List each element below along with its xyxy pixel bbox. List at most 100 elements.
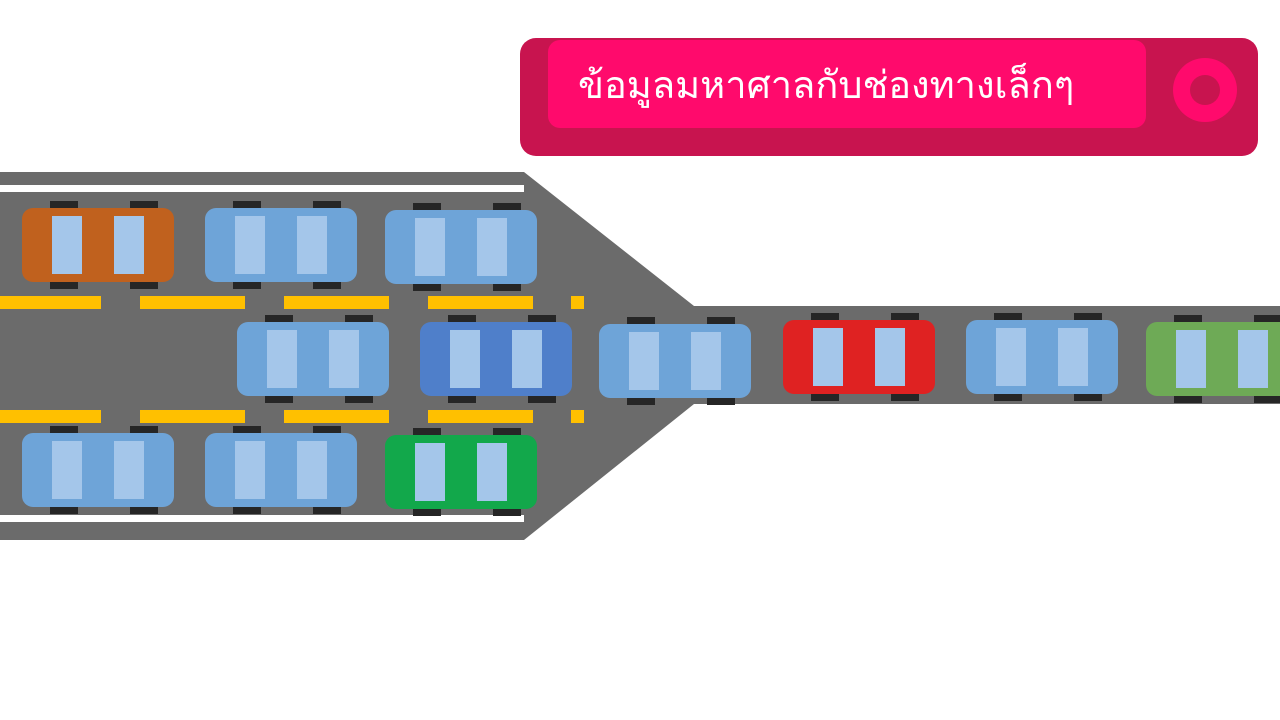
car-tire — [811, 313, 839, 321]
car-body — [599, 324, 751, 398]
car-body — [205, 208, 357, 282]
car-window — [875, 328, 905, 386]
car-tire — [50, 506, 78, 514]
car-tire — [493, 508, 521, 516]
car-window — [235, 216, 265, 274]
car-tire — [627, 317, 655, 325]
car-tire — [994, 393, 1022, 401]
car-tire — [265, 395, 293, 403]
car-tire — [50, 426, 78, 434]
car-tire — [811, 393, 839, 401]
lane-marking — [0, 296, 101, 309]
car-tire — [345, 315, 373, 323]
car-tire — [448, 395, 476, 403]
title-panel: ข้อมูลมหาศาลกับช่องทางเล็กๆ — [548, 40, 1146, 128]
car-tire — [413, 203, 441, 211]
car-window — [297, 441, 327, 499]
car-tire — [345, 395, 373, 403]
car-window — [1058, 328, 1088, 386]
car-wide-top-2 — [205, 201, 357, 289]
car-window — [114, 441, 144, 499]
car-body — [420, 322, 572, 396]
car-tire — [233, 426, 261, 434]
lane-marking — [428, 410, 533, 423]
car-tire — [130, 201, 158, 209]
lane-marking — [284, 296, 389, 309]
circle-ring-core — [1190, 75, 1220, 105]
road-edge-top — [0, 185, 524, 192]
car-window — [415, 218, 445, 276]
car-wide-top-3 — [385, 203, 537, 291]
car-tire — [313, 426, 341, 434]
lane-marking — [0, 410, 101, 423]
road-edge-bottom — [0, 515, 524, 522]
car-window — [813, 328, 843, 386]
car-wide-bottom-1 — [22, 426, 174, 514]
car-tire — [413, 508, 441, 516]
car-tire — [233, 201, 261, 209]
car-tire — [265, 315, 293, 323]
car-tire — [493, 203, 521, 211]
car-window — [691, 332, 721, 390]
car-window — [267, 330, 297, 388]
car-window — [415, 443, 445, 501]
car-window — [996, 328, 1026, 386]
car-tire — [130, 426, 158, 434]
car-window — [297, 216, 327, 274]
car-tire — [413, 283, 441, 291]
car-body — [385, 210, 537, 284]
title-banner: ข้อมูลมหาศาลกับช่องทางเล็กๆ — [520, 38, 1258, 156]
car-tire — [528, 395, 556, 403]
car-window — [235, 441, 265, 499]
car-wide-bottom-2 — [205, 426, 357, 514]
car-narrow-2 — [783, 313, 935, 401]
car-tire — [891, 313, 919, 321]
lane-marking — [284, 410, 389, 423]
car-tire — [233, 506, 261, 514]
car-tire — [50, 201, 78, 209]
car-tire — [413, 428, 441, 436]
car-window — [329, 330, 359, 388]
car-window — [477, 218, 507, 276]
car-window — [1176, 330, 1206, 388]
car-tire — [891, 393, 919, 401]
car-window — [1238, 330, 1268, 388]
car-tire — [707, 397, 735, 405]
car-narrow-3 — [966, 313, 1118, 401]
lane-marking — [140, 410, 245, 423]
car-tire — [1254, 315, 1280, 323]
car-tire — [233, 281, 261, 289]
car-tire — [313, 201, 341, 209]
car-narrow-1 — [599, 317, 751, 405]
cars — [22, 201, 1280, 516]
car-tire — [130, 506, 158, 514]
car-body — [205, 433, 357, 507]
car-tire — [994, 313, 1022, 321]
lane-marking — [140, 296, 245, 309]
car-window — [512, 330, 542, 388]
car-tire — [313, 506, 341, 514]
car-tire — [627, 397, 655, 405]
car-tire — [1254, 395, 1280, 403]
car-window — [52, 216, 82, 274]
lane-marking — [571, 410, 584, 423]
car-tire — [50, 281, 78, 289]
car-tire — [130, 281, 158, 289]
car-body — [237, 322, 389, 396]
banner-title: ข้อมูลมหาศาลกับช่องทางเล็กๆ — [578, 62, 1075, 107]
car-wide-mid-2 — [420, 315, 572, 403]
car-tire — [528, 315, 556, 323]
car-body — [385, 435, 537, 509]
car-window — [477, 443, 507, 501]
car-body — [22, 208, 174, 282]
car-tire — [1174, 395, 1202, 403]
car-tire — [1074, 313, 1102, 321]
car-wide-mid-1 — [237, 315, 389, 403]
car-window — [52, 441, 82, 499]
circle-ring-icon — [1173, 58, 1237, 122]
car-window — [450, 330, 480, 388]
car-narrow-4 — [1146, 315, 1280, 403]
car-wide-top-1 — [22, 201, 174, 289]
car-tire — [493, 283, 521, 291]
car-body — [966, 320, 1118, 394]
